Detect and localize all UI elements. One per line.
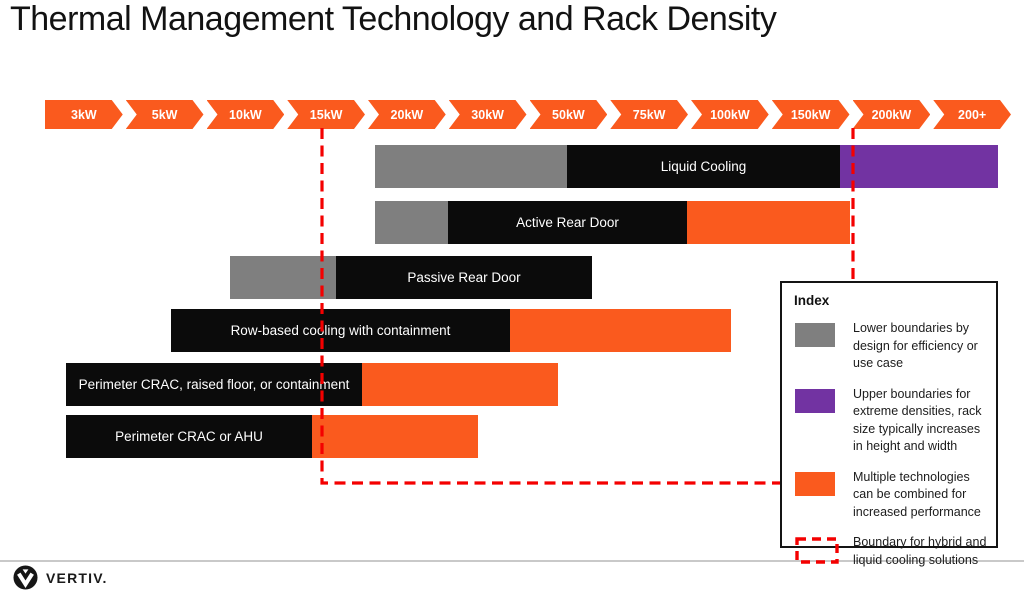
scale-segment-100kw: 100kW [691, 100, 769, 129]
scale-segment-20kw: 20kW [368, 100, 446, 129]
bar-segment-primary: Liquid Cooling [567, 145, 840, 188]
bar-segment-primary: Row-based cooling with containment [171, 309, 510, 352]
scale-segment-30kw: 30kW [449, 100, 527, 129]
legend-entry-text: Multiple technologies can be combined fo… [853, 469, 981, 519]
legend-swatch-gray [795, 323, 837, 373]
scale-segment-10kw: 10kW [207, 100, 285, 129]
legend-swatch-orange [795, 471, 837, 522]
bar-segment-primary: Passive Rear Door [336, 256, 592, 299]
bar-segment-combined [312, 415, 478, 458]
legend-entry: Upper boundaries for extreme densities, … [792, 386, 990, 456]
legend-box: Index Lower boundaries by design for eff… [780, 281, 998, 567]
bar-segment-primary: Active Rear Door [448, 201, 687, 244]
bar-segment-combined [687, 201, 850, 244]
scale-segment-75kw: 75kW [610, 100, 688, 129]
page-title: Thermal Management Technology and Rack D… [10, 0, 777, 38]
bar-label: Row-based cooling with containment [230, 323, 451, 338]
legend-entry-text: Boundary for hybrid and liquid cooling s… [853, 535, 987, 567]
bar-segment-lower [230, 256, 336, 299]
scale-segment-200kw: 200kW [853, 100, 931, 129]
scale-segment-3kw: 3kW [45, 100, 123, 129]
scale-segment-15kw: 15kW [287, 100, 365, 129]
legend-swatch-dashed-boundary [795, 537, 839, 570]
scale-segment-150kw: 150kW [772, 100, 850, 129]
bar-segment-lower [375, 145, 567, 188]
legend-entry: Multiple technologies can be combined fo… [792, 469, 990, 522]
bar-segment-primary: Perimeter CRAC, raised floor, or contain… [66, 363, 362, 406]
bar-label: Perimeter CRAC, raised floor, or contain… [78, 377, 350, 392]
vertiv-logo-icon [13, 565, 38, 590]
bar-label: Liquid Cooling [660, 159, 747, 174]
scale-segment-200plus: 200+ [933, 100, 1011, 129]
bar-segment-combined [510, 309, 731, 352]
bar-label: Perimeter CRAC or AHU [115, 429, 263, 444]
bar-segment-combined [362, 363, 558, 406]
bar-segment-extreme [840, 145, 998, 188]
legend-entry: Lower boundaries by design for efficienc… [792, 320, 990, 373]
scale-segment-50kw: 50kW [530, 100, 608, 129]
vertiv-logo: VERTIV. [13, 565, 108, 590]
legend-entry-text: Upper boundaries for extreme densities, … [853, 386, 982, 454]
bar-segment-lower [375, 201, 448, 244]
legend-title: Index [794, 293, 830, 308]
legend-entries: Lower boundaries by design for efficienc… [792, 320, 990, 570]
scale-segment-5kw: 5kW [126, 100, 204, 129]
bar-label: Passive Rear Door [407, 270, 521, 285]
footer-divider [0, 560, 1024, 562]
bar-segment-primary: Perimeter CRAC or AHU [66, 415, 312, 458]
bar-label: Active Rear Door [516, 215, 619, 230]
legend-entry-text: Lower boundaries by design for efficienc… [853, 321, 978, 370]
legend-swatch-purple [795, 388, 837, 456]
legend-entry: Boundary for hybrid and liquid cooling s… [792, 534, 990, 570]
vertiv-logo-text: VERTIV. [46, 569, 108, 586]
